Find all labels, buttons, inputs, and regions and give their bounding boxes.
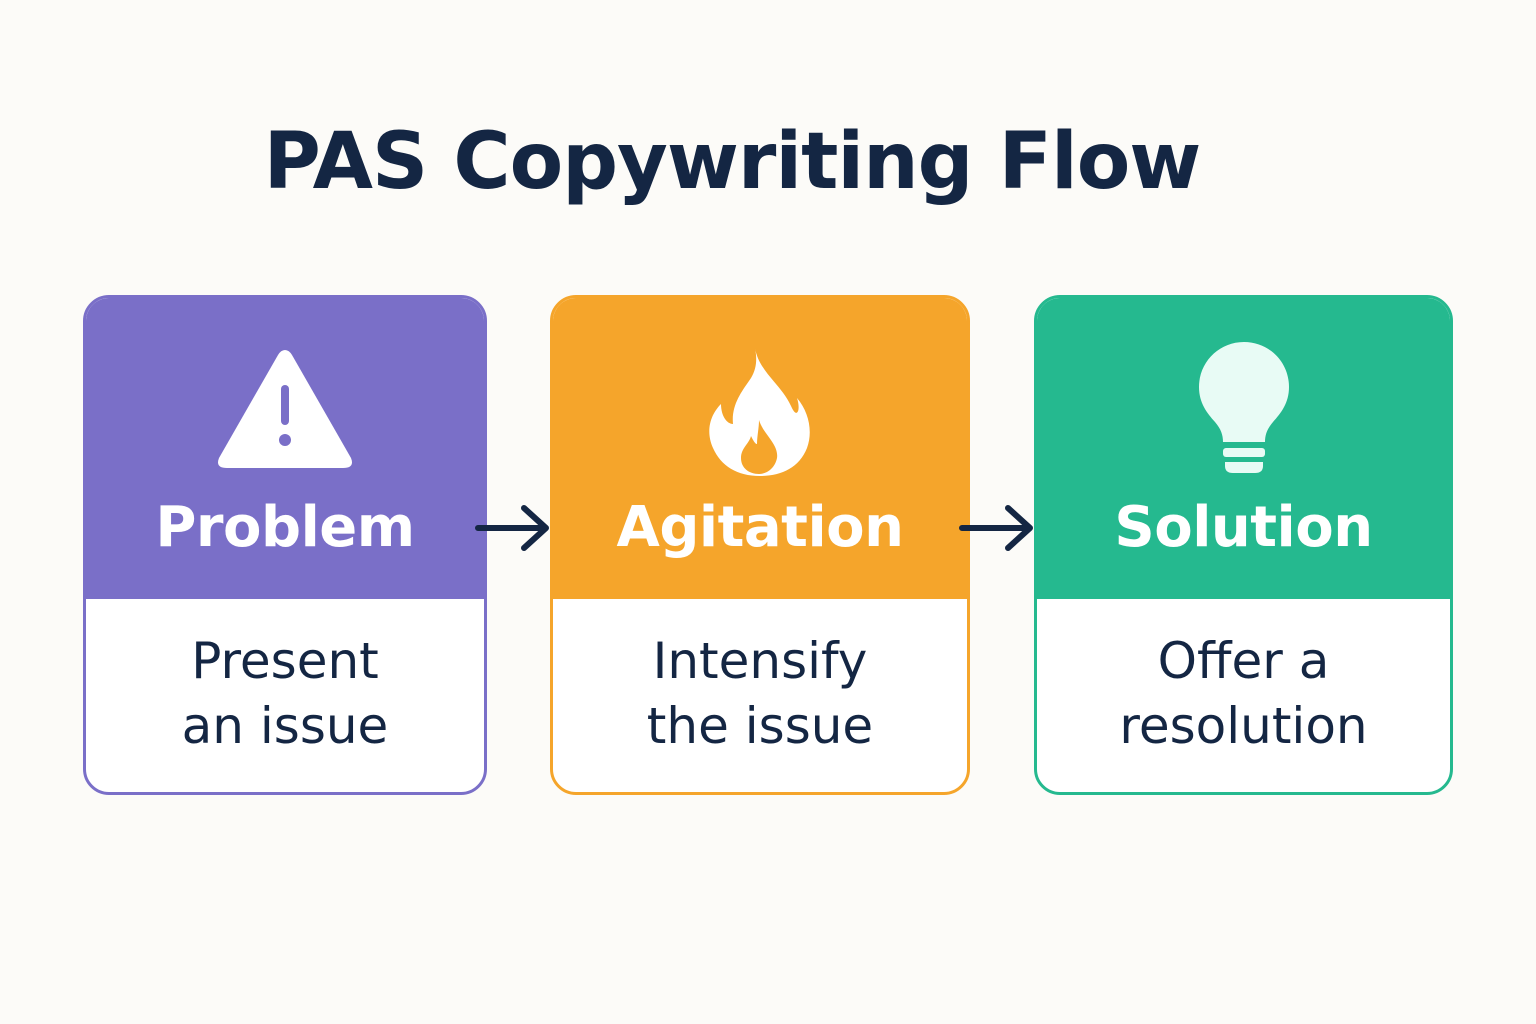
step-card-solution: Solution Offer a resolution [1034, 295, 1453, 795]
arrow-right-icon [959, 505, 1033, 551]
arrow-right-icon [475, 505, 549, 551]
warning-icon [210, 340, 360, 480]
step-description: Intensify the issue [646, 632, 874, 755]
step-header-problem [86, 298, 484, 599]
page-title: PAS Copywriting Flow [263, 117, 1202, 207]
step-description: Offer a resolution [1119, 632, 1368, 755]
flame-icon [685, 340, 835, 480]
step-label: Solution [1114, 495, 1373, 560]
step-card-problem: Problem Present an issue [83, 295, 487, 795]
step-header-agitation [553, 298, 967, 599]
step-header-solution [1037, 298, 1450, 599]
step-description: Present an issue [181, 632, 389, 755]
step-card-agitation: Agitation Intensify the issue [550, 295, 970, 795]
step-label: Problem [155, 495, 415, 560]
step-label: Agitation [616, 495, 904, 560]
lightbulb-icon [1169, 340, 1319, 480]
